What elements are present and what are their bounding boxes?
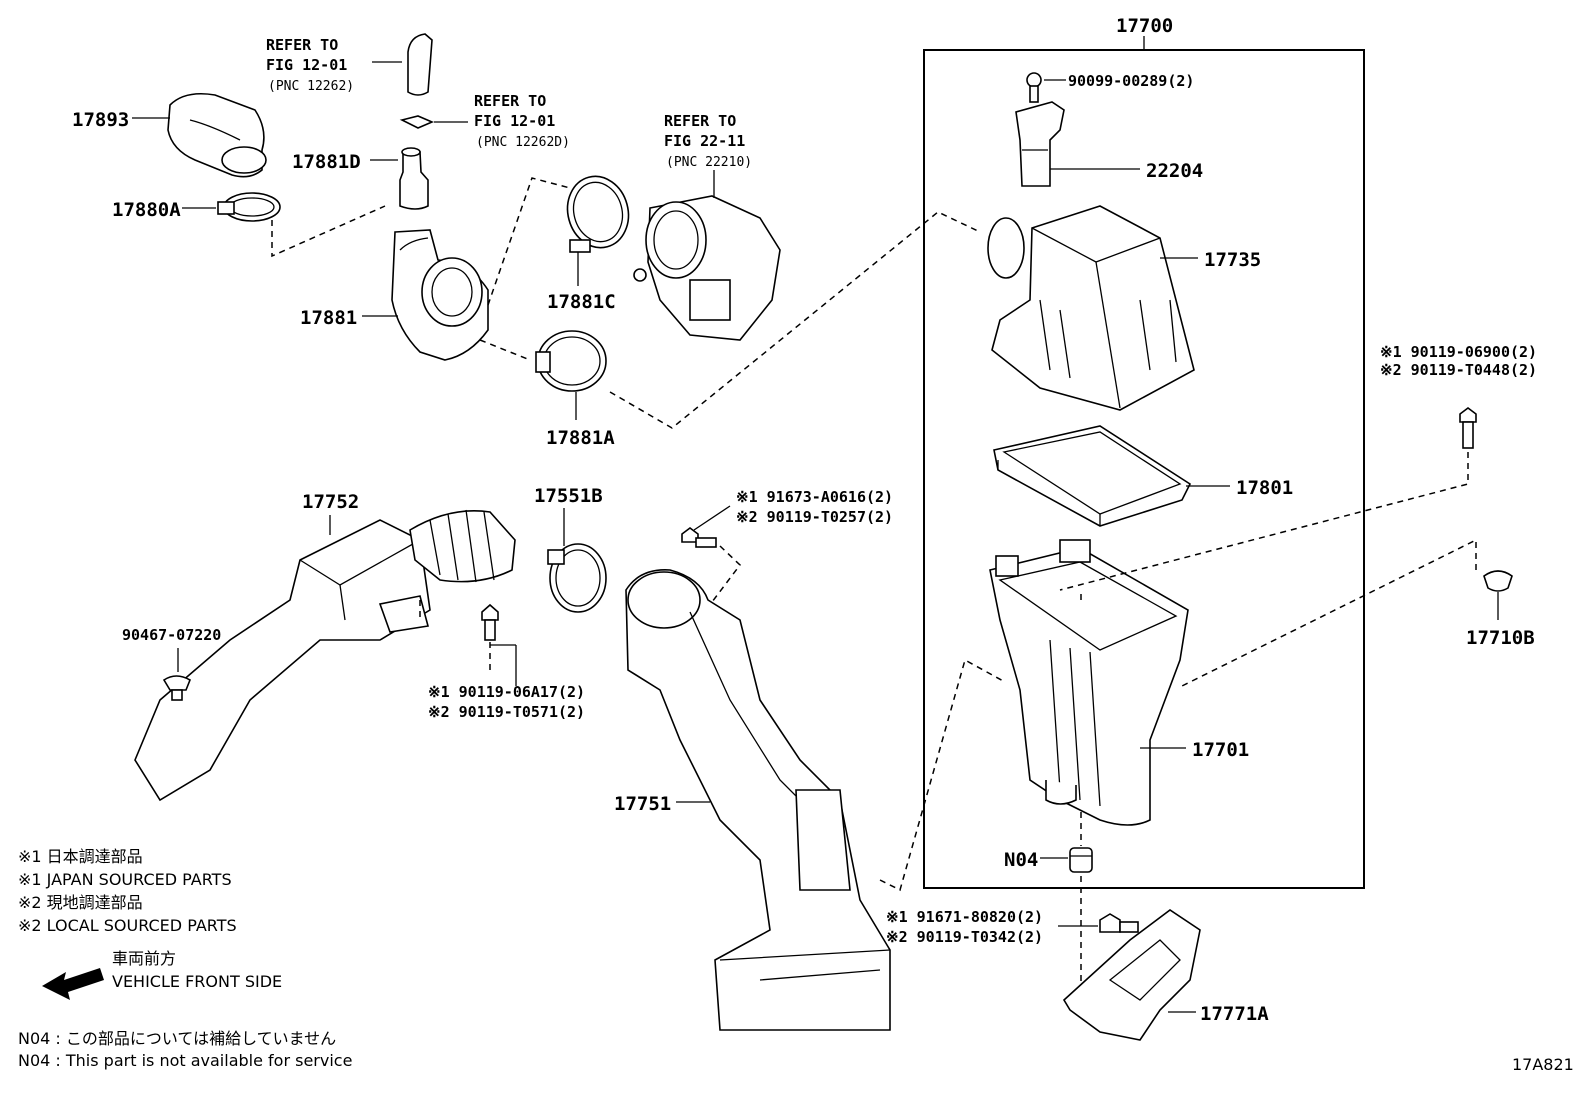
- sensor-22204: [1015, 101, 1065, 187]
- part-label-17551B: 17551B: [534, 485, 603, 507]
- connector-17881D: [399, 147, 429, 210]
- intake-elbow-17881: [391, 229, 489, 361]
- duct-17751: [625, 569, 891, 1031]
- part-label-17701: 17701: [1192, 739, 1249, 761]
- vehicle-front-arrow-icon: [42, 968, 104, 1000]
- plug-17710B: [1483, 570, 1513, 592]
- legend-japan-en: ※1 JAPAN SOURCED PARTS: [18, 870, 232, 889]
- part-label-17881C: 17881C: [547, 291, 616, 313]
- part-label-17881D: 17881D: [292, 151, 361, 173]
- ref1-line1: REFER TO: [266, 36, 338, 54]
- part-label-17751: 17751: [614, 793, 671, 815]
- part-label-17880A: 17880A: [112, 199, 181, 221]
- bolt3-line1: ※1 90119-06900(2): [1380, 343, 1537, 361]
- bolt3-line2: ※2 90119-T0448(2): [1380, 361, 1537, 379]
- ref3-line2: FIG 22-11: [664, 132, 745, 150]
- figure-code: 17A821: [1512, 1055, 1574, 1074]
- breather-hose: [407, 33, 433, 96]
- ref2-line3: (PNC 12262D): [476, 135, 570, 150]
- part-label-17881A: 17881A: [546, 427, 615, 449]
- ref3-line1: REFER TO: [664, 112, 736, 130]
- cleaner-case-17701: [989, 539, 1189, 826]
- part-label-17881: 17881: [300, 307, 357, 329]
- ref3-line3: (PNC 22210): [666, 155, 752, 170]
- part-label-N04: N04: [1004, 849, 1038, 871]
- bolt1-line1: ※1 91673-A0616(2): [736, 488, 893, 506]
- ref2-line1: REFER TO: [474, 92, 546, 110]
- clamp-17880A: [217, 192, 281, 222]
- bracket-17771A: [1062, 909, 1201, 1041]
- legend-japan-jp: ※1 日本調達部品: [18, 847, 143, 866]
- part-label-17801: 17801: [1236, 477, 1293, 499]
- n04-note-en: N04 : This part is not available for ser…: [18, 1051, 352, 1070]
- bolt4-line1: ※1 91671-80820(2): [886, 908, 1043, 926]
- front-label-jp: 車両前方: [112, 949, 176, 968]
- bolt4-line2: ※2 90119-T0342(2): [886, 928, 1043, 946]
- grommet-N04: [1069, 847, 1093, 873]
- bolt-90119-06900: [1459, 407, 1477, 449]
- part-label-17893: 17893: [72, 109, 129, 131]
- clamp-17551B: [547, 543, 607, 613]
- bolt2-line2: ※2 90119-T0571(2): [428, 703, 585, 721]
- bolt1-line2: ※2 90119-T0257(2): [736, 508, 893, 526]
- clamp-17881C: [566, 175, 630, 253]
- ref2-line2: FIG 12-01: [474, 112, 555, 130]
- throttle-body: [633, 195, 781, 341]
- duct-17752: [134, 509, 516, 802]
- filter-element-17801: [993, 425, 1192, 527]
- part-label-17710B: 17710B: [1466, 627, 1535, 649]
- part-label-17700: 17700: [1116, 15, 1173, 37]
- hose-clip: [399, 115, 435, 129]
- bolt-90119-06A17: [481, 603, 499, 641]
- part-label-17771A: 17771A: [1200, 1003, 1269, 1025]
- clamp-17881A: [535, 330, 607, 392]
- legend-local-jp: ※2 現地調達部品: [18, 893, 143, 912]
- part-label-17752: 17752: [302, 491, 359, 513]
- part-label-90467: 90467-07220: [122, 626, 221, 644]
- bolt-91673-A0616: [681, 527, 717, 548]
- front-label-en: VEHICLE FRONT SIDE: [112, 972, 282, 991]
- screw-90099: [1026, 72, 1042, 103]
- part-label-90099: 90099-00289(2): [1068, 72, 1194, 90]
- hose-17893: [167, 92, 267, 178]
- clip-90467: [162, 675, 192, 701]
- ref1-line2: FIG 12-01: [266, 56, 347, 74]
- part-label-17735: 17735: [1204, 249, 1261, 271]
- legend-local-en: ※2 LOCAL SOURCED PARTS: [18, 916, 237, 935]
- bolt2-line1: ※1 90119-06A17(2): [428, 683, 585, 701]
- n04-note-jp: N04 : この部品については補給していません: [18, 1029, 336, 1048]
- ref1-line3: (PNC 12262): [268, 79, 354, 94]
- bolt-91671-80820: [1099, 913, 1139, 933]
- cleaner-cap-17735: [987, 205, 1195, 411]
- part-label-22204: 22204: [1146, 160, 1203, 182]
